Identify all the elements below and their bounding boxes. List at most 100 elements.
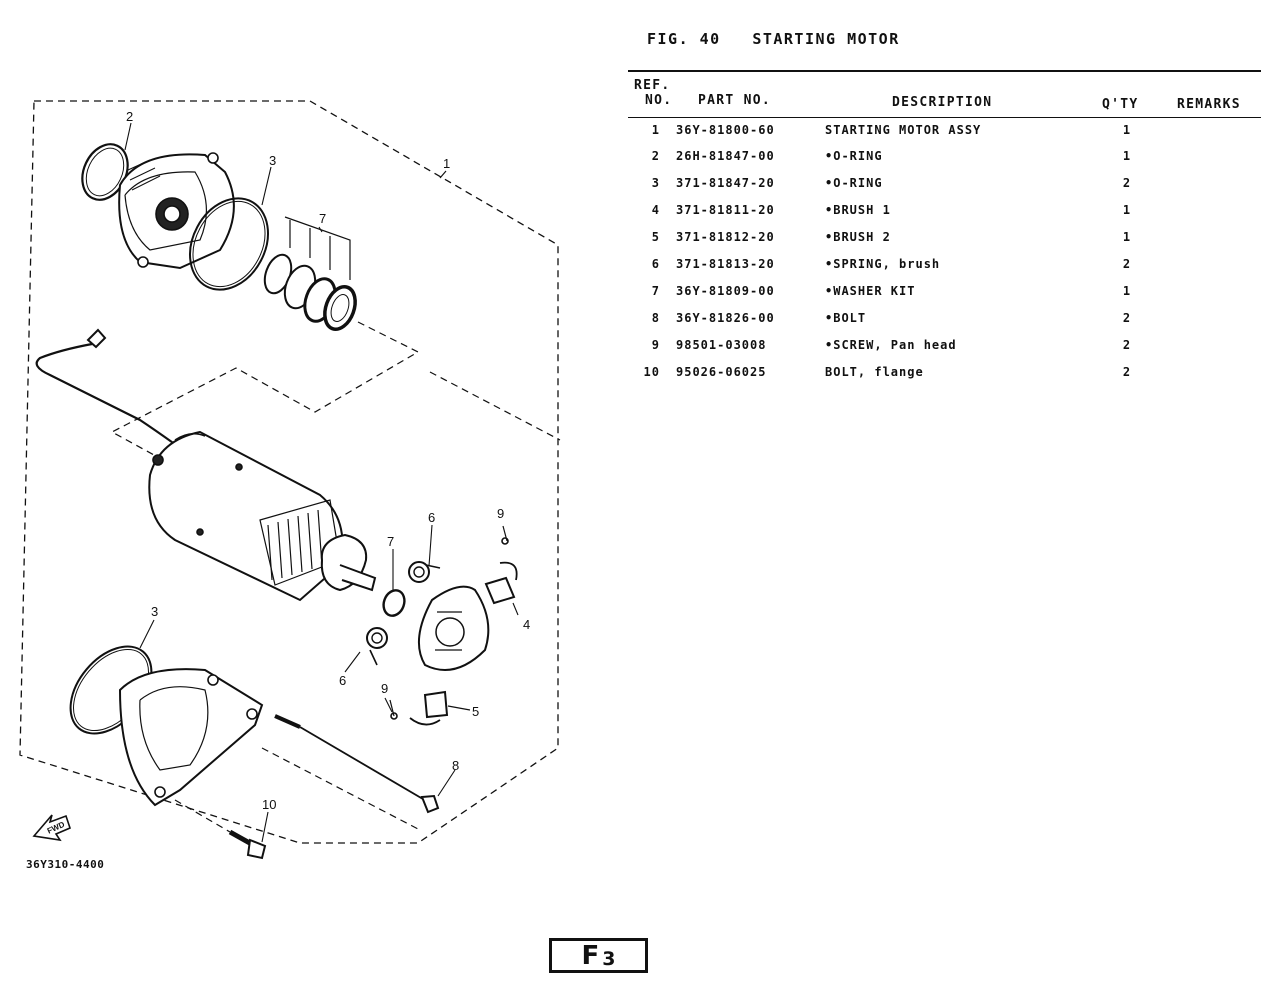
header-description: DESCRIPTION [892, 95, 993, 110]
part-qty: 2 [1122, 365, 1132, 379]
rear-cover [118, 668, 264, 807]
table-row: 6 371-81813-20 •SPRING, brush 2 [0, 257, 1261, 283]
part-description: •BRUSH 2 [825, 230, 891, 244]
washer-7 [382, 589, 406, 617]
part-description: •O-RING [825, 176, 883, 190]
part-description: •SPRING, brush [825, 257, 941, 271]
ref-no: 6 [651, 257, 660, 271]
table-header-rule [628, 117, 1261, 118]
callout-3-upper: 3 [269, 153, 276, 168]
part-description: •BRUSH 1 [825, 203, 891, 217]
callout-5: 5 [472, 704, 479, 719]
part-description: STARTING MOTOR ASSY [825, 123, 982, 137]
page-number: 3 [602, 947, 616, 970]
brush-5 [389, 690, 471, 726]
flange-bolt [228, 829, 267, 860]
ref-no: 10 [643, 365, 660, 379]
front-cover [118, 152, 235, 270]
callout-7-upper: 7 [319, 211, 326, 226]
part-qty: 1 [1122, 203, 1132, 217]
ref-no: 7 [651, 284, 660, 298]
table-row: 2 26H-81847-00 •O-RING 1 [0, 149, 1261, 175]
callout-3-lower: 3 [151, 604, 158, 619]
part-description: •BOLT [825, 311, 867, 325]
callout-1: 1 [443, 156, 450, 171]
part-number: 95026-06025 [676, 365, 767, 379]
part-number: 26H-81847-00 [676, 149, 775, 163]
washer-kit [263, 216, 357, 331]
ref-no: 5 [651, 230, 660, 244]
motor-body [148, 430, 377, 602]
part-qty: 2 [1122, 257, 1132, 271]
brush-spring-upper [408, 561, 441, 583]
ref-no: 3 [651, 176, 660, 190]
part-description: •SCREW, Pan head [825, 338, 957, 352]
brush-4 [484, 525, 518, 605]
part-qty: 1 [1122, 230, 1132, 244]
brush-plate [417, 585, 490, 671]
part-number: 371-81813-20 [676, 257, 775, 271]
part-description: •WASHER KIT [825, 284, 916, 298]
callout-7-lower: 7 [387, 534, 394, 549]
o-ring-3-upper [189, 197, 269, 291]
ref-no: 8 [651, 311, 660, 325]
table-row: 4 371-81811-20 •BRUSH 1 1 [0, 203, 1261, 229]
part-number: 371-81811-20 [676, 203, 775, 217]
part-number: 371-81847-20 [676, 176, 775, 190]
drawing-code: 36Y310-4400 [26, 858, 105, 871]
part-qty: 1 [1122, 149, 1132, 163]
callout-2: 2 [126, 109, 133, 124]
part-qty: 1 [1122, 123, 1132, 137]
part-qty: 2 [1122, 311, 1132, 325]
header-remarks: REMARKS [1177, 97, 1241, 112]
brush-spring-lower [366, 627, 388, 666]
alignment-lines [110, 321, 561, 468]
ref-no: 1 [651, 123, 660, 137]
part-qty: 2 [1122, 176, 1132, 190]
callout-9-left: 9 [381, 681, 388, 696]
part-qty: 2 [1122, 338, 1132, 352]
fwd-arrow-icon: FWD [32, 814, 71, 842]
ref-no: 9 [651, 338, 660, 352]
header-ref: REF. [634, 78, 671, 93]
through-bolt [274, 714, 440, 814]
figure-title: FIG. 40 STARTING MOTOR [647, 30, 900, 48]
figure-number: FIG. 40 [647, 30, 721, 48]
part-description: BOLT, flange [825, 365, 924, 379]
table-row: 9 98501-03008 •SCREW, Pan head 2 [0, 338, 1261, 364]
table-row: 1 36Y-81800-60 STARTING MOTOR ASSY 1 [0, 123, 1261, 149]
table-row: 5 371-81812-20 •BRUSH 2 1 [0, 230, 1261, 256]
table-row: 10 95026-06025 BOLT, flange 2 [0, 365, 1261, 391]
header-part-no: PART NO. [698, 93, 772, 108]
table-row: 7 36Y-81809-00 •WASHER KIT 1 [0, 284, 1261, 310]
part-description: •O-RING [825, 149, 883, 163]
part-number: 36Y-81800-60 [676, 123, 775, 137]
figure-name: STARTING MOTOR [752, 30, 900, 48]
table-row: 8 36Y-81826-00 •BOLT 2 [0, 311, 1261, 337]
assembly-boundary [19, 100, 559, 844]
part-number: 36Y-81826-00 [676, 311, 775, 325]
bolt-alignment [261, 747, 421, 831]
callout-9-right: 9 [497, 506, 504, 521]
header-qty: Q'TY [1102, 97, 1139, 112]
callout-leaders [124, 122, 519, 843]
exploded-parts-diagram: FWD 1 2 3 7 9 6 7 4 3 6 9 5 8 10 [19, 100, 561, 860]
part-number: 98501-03008 [676, 338, 767, 352]
callout-6-upper: 6 [428, 510, 435, 525]
part-number: 36Y-81809-00 [676, 284, 775, 298]
callout-10: 10 [262, 797, 276, 812]
flange-bolt-alignment [174, 799, 231, 833]
header-no: NO. [645, 93, 673, 108]
part-number: 371-81812-20 [676, 230, 775, 244]
page-letter: F [581, 940, 600, 971]
callout-8: 8 [452, 758, 459, 773]
ref-no: 4 [651, 203, 660, 217]
cover-leader [439, 170, 447, 179]
callout-6-lower: 6 [339, 673, 346, 688]
ref-no: 2 [651, 149, 660, 163]
table-row: 3 371-81847-20 •O-RING 2 [0, 176, 1261, 202]
table-top-rule [628, 70, 1261, 72]
part-qty: 1 [1122, 284, 1132, 298]
callout-4: 4 [523, 617, 530, 632]
